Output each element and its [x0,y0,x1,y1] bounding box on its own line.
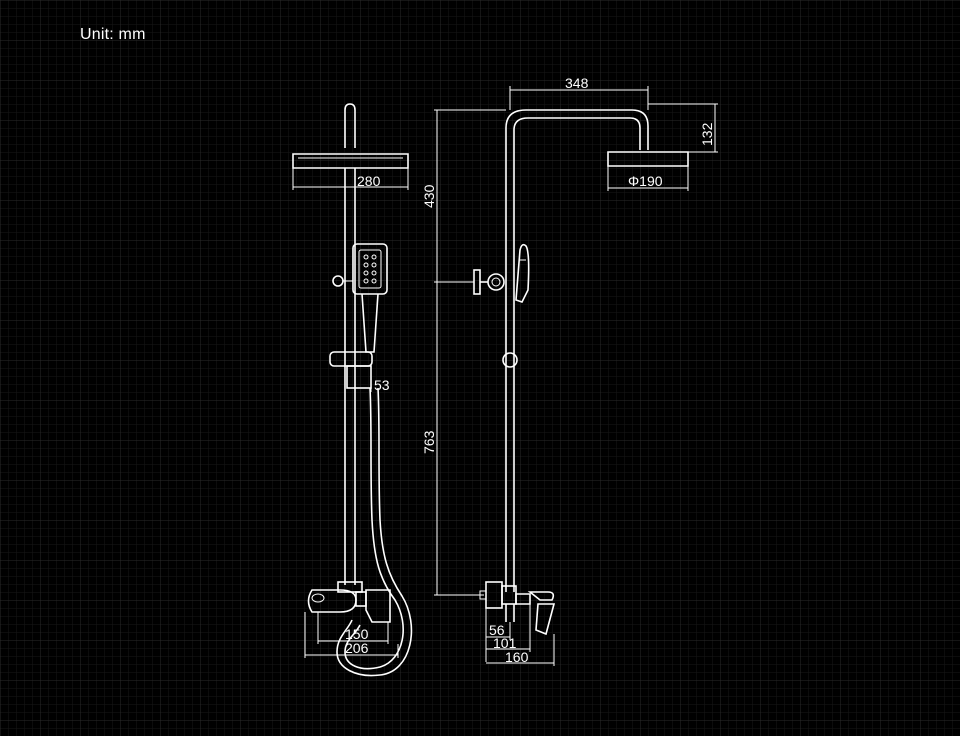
dim-spout-101: 101 [493,635,517,651]
dimension-132: 132 [648,103,718,153]
shower-arm-inner [513,117,641,592]
dim-head-width: 280 [357,173,381,189]
shower-arm-outer [505,109,649,592]
mixer-valve [307,581,391,623]
dim-arm-reach: 348 [565,75,589,91]
dim-spout-160: 160 [505,649,529,665]
dimension-56: 56 [485,608,511,662]
dimension-206: 206 [304,612,399,658]
dim-head-drop: 132 [699,122,715,146]
dim-lower-height: 763 [421,430,437,454]
dimension-101: 101 [486,604,531,652]
hose-outer [344,387,404,670]
unit-label: Unit: mm [80,26,146,43]
dim-mixer-outer: 206 [345,640,369,656]
side-hand-shower [515,243,530,303]
dim-head-diameter: Φ190 [628,173,663,189]
dimension-280: 280 [292,168,409,190]
front-view: 280 [292,103,413,677]
side-view: 348 132 Φ190 430 [421,75,718,666]
dimension-150: 150 [317,612,389,644]
side-slider-knob [502,352,518,368]
dimension-phi190: Φ190 [607,166,689,191]
dimension-160: 160 [486,634,555,666]
dimension-348: 348 [509,75,649,110]
dim-slide-offset: 53 [374,377,390,393]
wall-bracket [473,269,505,295]
dim-spout-56: 56 [489,622,505,638]
dimension-heights: 430 763 [421,109,506,596]
hose-inner [336,387,413,677]
shower-arm-top [344,103,356,148]
dim-mixer-inner: 150 [345,626,369,642]
side-mixer [479,581,556,636]
dim-upper-height: 430 [421,184,437,208]
